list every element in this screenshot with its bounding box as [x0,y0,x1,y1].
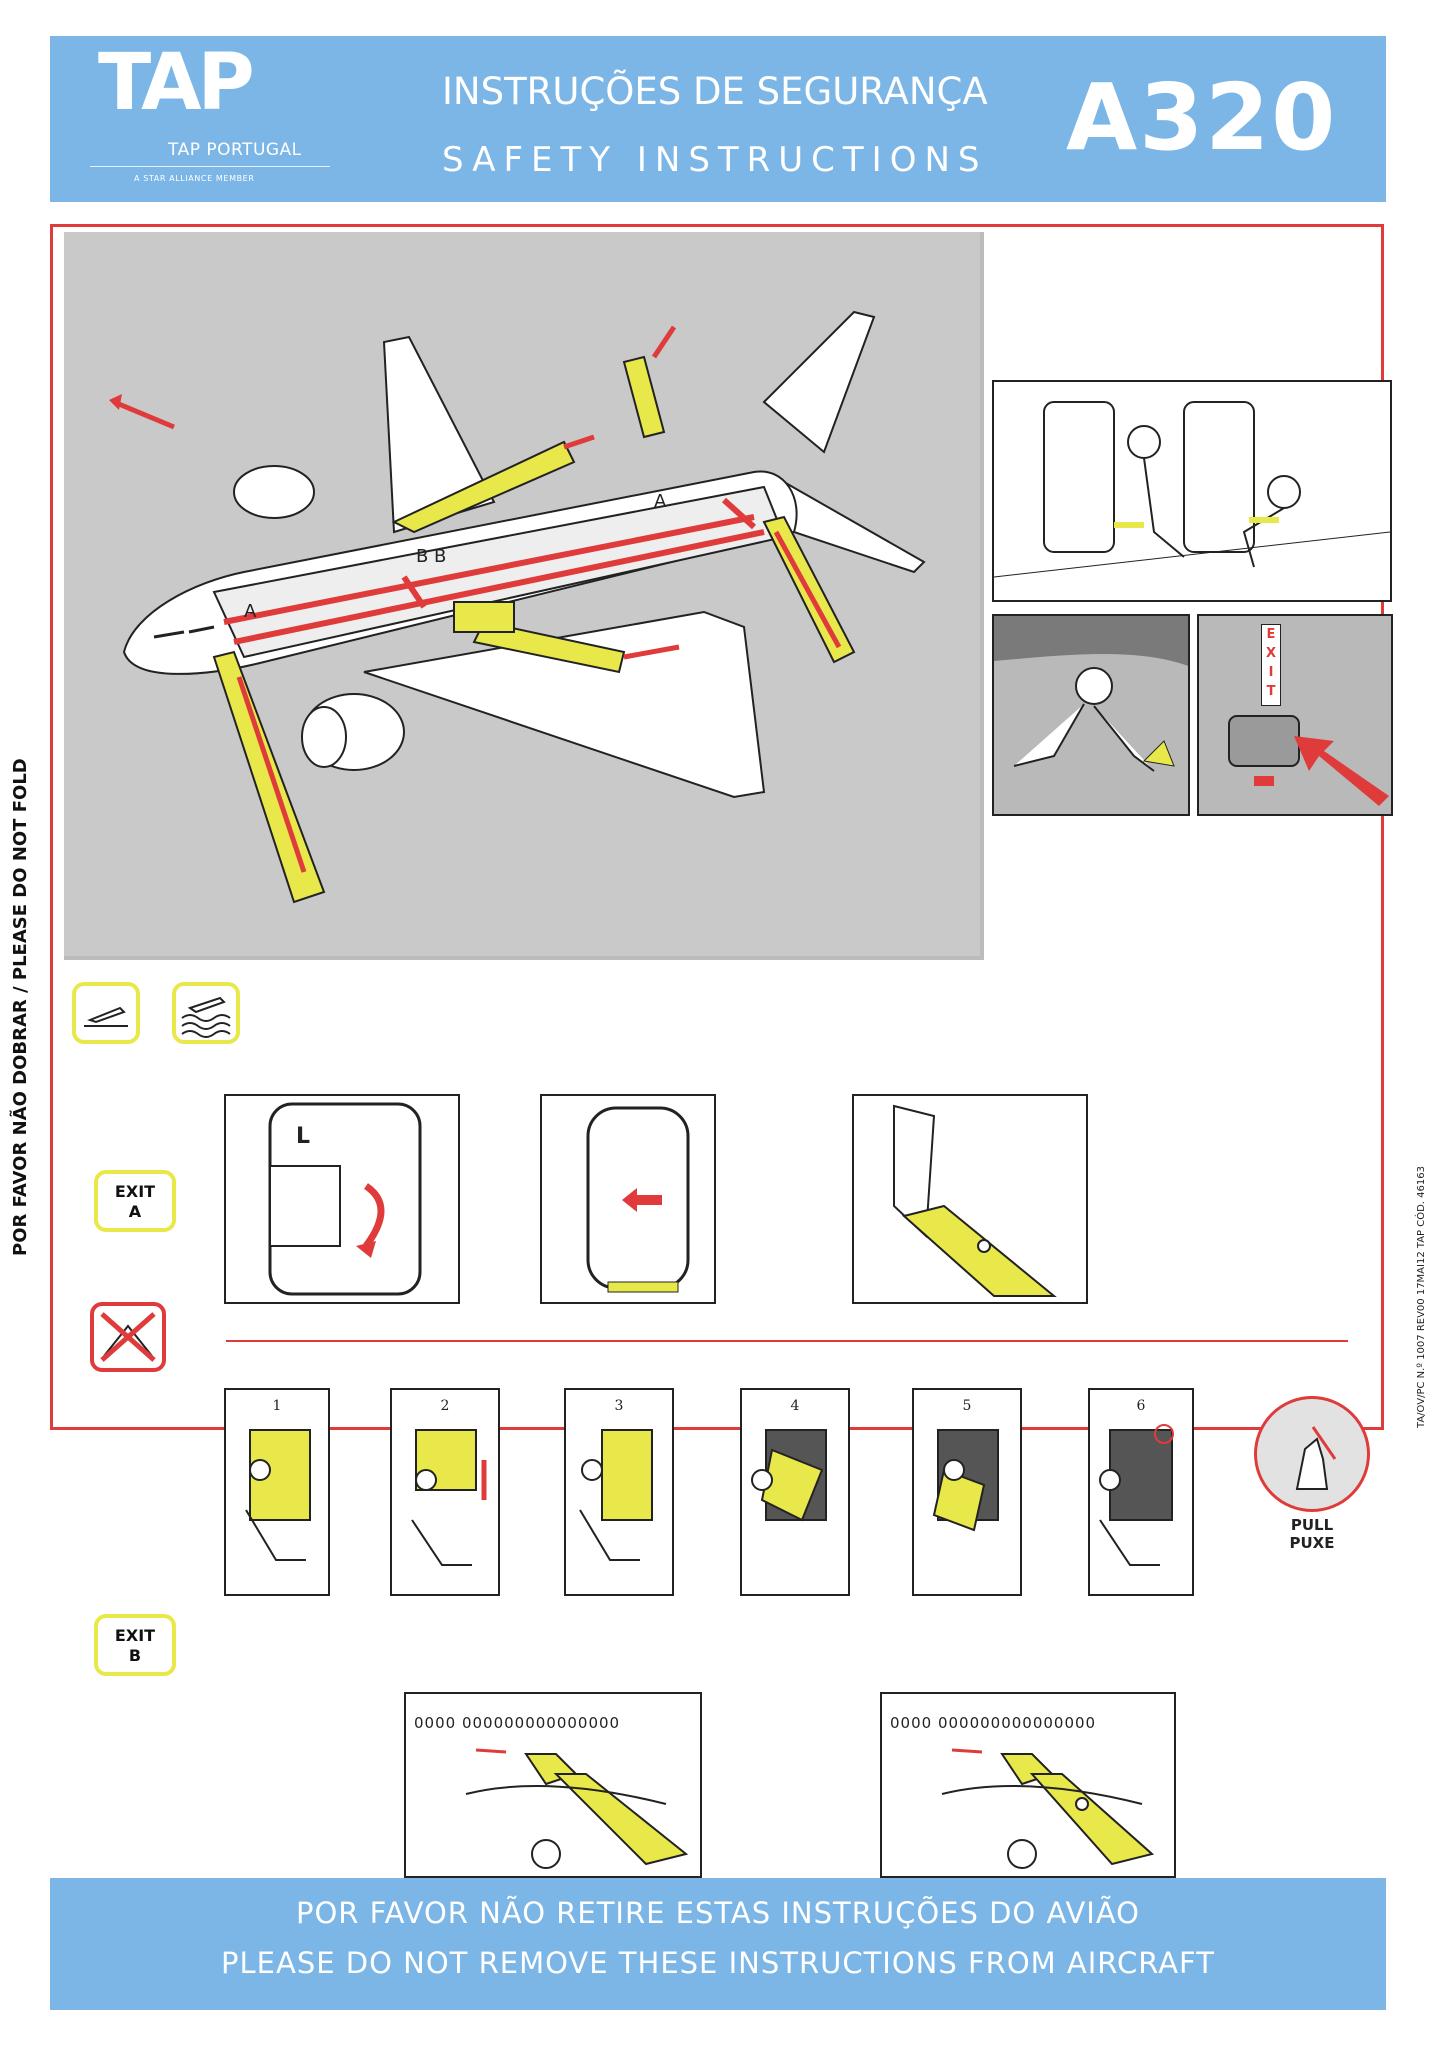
wing-slide-illustration [941,1748,1155,1869]
window-row: 0000 000000000000000 [414,1714,621,1732]
wing-slide-illustration [465,1748,689,1869]
step-number: 1 [272,1398,282,1414]
plane-ditching-icon [181,996,231,1038]
water-evacuation-icon [172,982,240,1044]
step-number: 3 [614,1398,624,1414]
floor-lighting-illustration [1228,715,1389,806]
window-step-illustration [1099,1424,1174,1566]
step-number: 6 [1136,1398,1146,1414]
plane-landing-icon [84,1006,128,1027]
aircraft-model: A320 [1066,64,1338,171]
no-baggage-icon [90,1302,166,1372]
aircraft-exit-diagram: A B B A [64,232,984,960]
footer-portuguese: POR FAVOR NÃO RETIRE ESTAS INSTRUÇÕES DO… [295,1896,1141,1930]
tap-logo: TAP [98,38,255,128]
brace-position-panel [992,380,1392,602]
hand-pull-illustration [1295,1426,1337,1490]
document-code: TA/OV/PC N.º 1007 REV00 17MAI12 TAP CÓD.… [1416,1166,1427,1428]
door-push-illustration [586,1106,690,1293]
do-not-fold-note: POR FAVOR NÃO DOBRAR / PLEASE DO NOT FOL… [10,758,31,1256]
land-evacuation-icon [72,982,140,1044]
exit-letter: T [1266,684,1276,699]
pull-label: PULL PUXE [1272,1516,1352,1552]
pull-label-en: PULL [1290,1516,1334,1534]
window-row: 0000 000000000000000 [890,1714,1097,1732]
window-step-illustration [932,1429,999,1532]
brace-position-illustration [993,401,1391,578]
aircraft-illustration: A B B A [109,310,926,904]
door-label: A [654,491,667,512]
step-number: 5 [962,1398,972,1414]
window-step-illustration [579,1429,653,1561]
content-frame [50,224,1384,1430]
no-bag-symbol [100,1312,156,1362]
footer-banner: POR FAVOR NÃO RETIRE ESTAS INSTRUÇÕES DO… [50,1878,1386,2010]
exit-b-badge: EXIT B [94,1614,176,1676]
window-step-6: 6 [1088,1388,1194,1596]
window-step-4: 4 [740,1388,850,1596]
window-step-illustration [751,1429,827,1522]
door-handle-illustration [268,1102,422,1296]
window-step-2: 2 [390,1388,500,1596]
step-number: 4 [790,1398,800,1414]
exit-sign: E X I T [1261,624,1281,706]
exit-a-line1: EXIT [114,1182,156,1201]
section-divider [226,1340,1348,1342]
logo-divider [90,166,330,167]
title-portuguese: INSTRUÇÕES DE SEGURANÇA [442,70,988,113]
pull-handle-icon [1254,1396,1370,1512]
door-label: B [434,546,446,567]
exit-letter: I [1268,665,1274,680]
exit-a-line2: A [128,1202,142,1221]
window-step-illustration [245,1429,311,1561]
door-label: B [416,546,428,567]
exit-letter: X [1265,646,1277,661]
door-push-step [540,1094,716,1304]
step-number: 2 [440,1398,450,1414]
exit-sign-panel: E X I T [1197,614,1393,816]
window-step-illustration [411,1429,487,1566]
slide-jump-illustration [893,1104,1057,1297]
smoke-crawl-panel [992,614,1190,816]
slide-evacuation-step [852,1094,1088,1304]
window-step-1: 1 [224,1388,330,1596]
exit-b-line1: EXIT [114,1626,156,1645]
footer-english: PLEASE DO NOT REMOVE THESE INSTRUCTIONS … [221,1946,1215,1980]
overwing-slide-panel-1: 0000 000000000000000 [404,1692,702,1878]
door-open-step: L [224,1094,460,1304]
pull-label-pt: PUXE [1289,1534,1335,1552]
crawl-illustration [994,616,1188,772]
title-english: SAFETY INSTRUCTIONS [442,140,988,180]
window-step-5: 5 [912,1388,1022,1596]
door-side-label: L [296,1124,311,1149]
logo-subtitle: TAP PORTUGAL [168,140,302,160]
exit-a-badge: EXIT A [94,1170,176,1232]
exit-letter: E [1266,627,1276,642]
exit-b-line2: B [128,1646,142,1665]
window-step-3: 3 [564,1388,674,1596]
alliance-text: A STAR ALLIANCE MEMBER [134,174,255,183]
header-banner: TAP TAP PORTUGAL A STAR ALLIANCE MEMBER … [50,36,1386,202]
door-label: A [244,601,257,622]
overwing-slide-panel-2: 0000 000000000000000 [880,1692,1176,1878]
